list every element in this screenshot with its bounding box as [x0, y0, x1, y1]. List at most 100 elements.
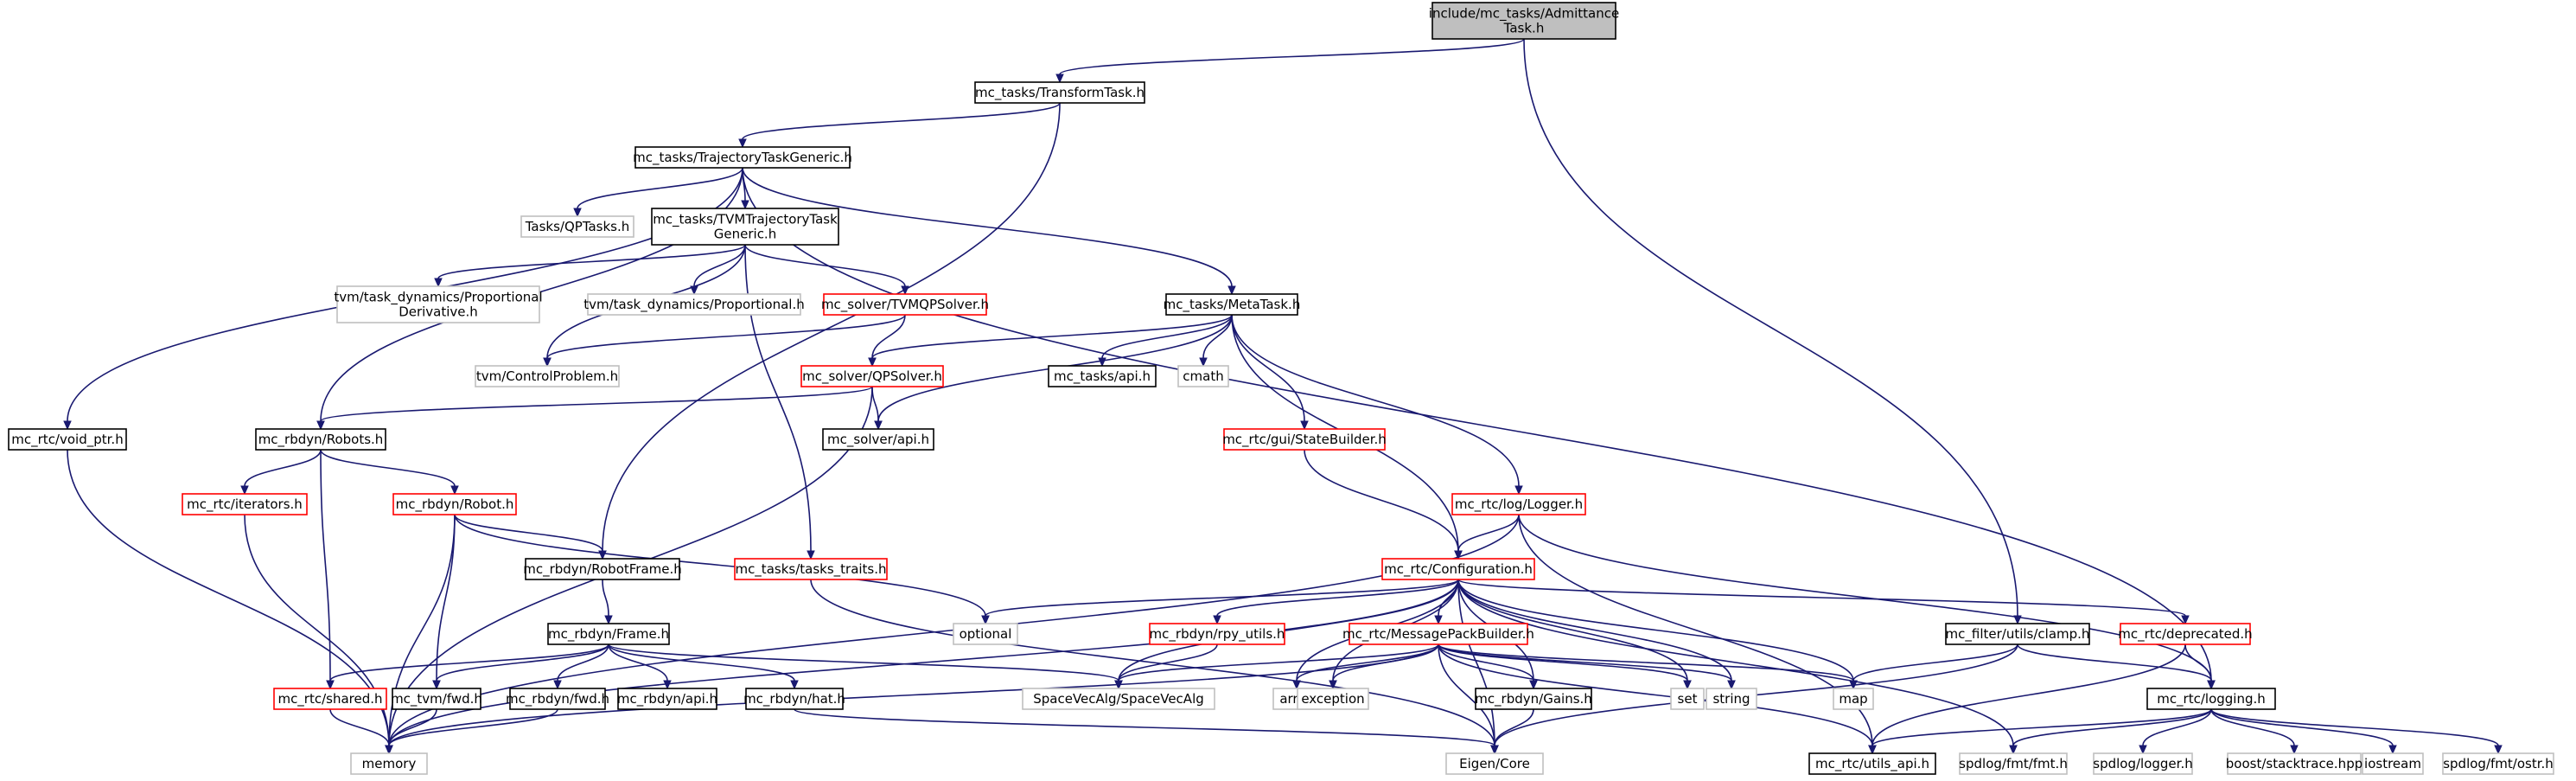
node-n44[interactable]: mc_rtc/utils_api.h	[1808, 752, 1936, 775]
node-n26[interactable]: mc_rtc/MessagePackBuilder.h	[1342, 623, 1534, 645]
node-n41[interactable]: mc_rtc/logging.h	[2146, 688, 2276, 710]
edge-n14-n18	[320, 449, 459, 496]
node-label: mc_rtc/gui/StateBuilder.h	[1222, 432, 1387, 448]
edge-line	[1438, 643, 1854, 682]
node-box	[2093, 752, 2193, 775]
edge-line	[320, 449, 331, 682]
node-n33: string	[1706, 688, 1757, 710]
arrowhead	[1868, 745, 1877, 755]
edge-line	[388, 514, 456, 746]
node-n38[interactable]: mc_rbdyn/api.h	[617, 688, 717, 710]
node-label: mc_tasks/TVMTrajectoryTask	[653, 212, 838, 228]
edge-n23-n36	[432, 643, 609, 690]
edge-line	[1118, 643, 1218, 682]
edge-line	[2017, 643, 2212, 682]
arrowhead	[901, 285, 909, 296]
edge-n23-n38	[608, 643, 672, 690]
arrowhead	[1529, 680, 1538, 690]
edge-n7-n9	[543, 314, 906, 368]
node-label: map	[1839, 691, 1867, 707]
node-label: mc_rbdyn/Robot.h	[396, 496, 514, 513]
node-box	[336, 285, 540, 323]
node-box	[8, 428, 127, 451]
node-n16[interactable]: mc_rtc/gui/StateBuilder.h	[1222, 428, 1387, 451]
edge-n8-n19	[1231, 314, 1523, 496]
node-label: mc_filter/utils/clamp.h	[1946, 626, 2090, 643]
node-n13[interactable]: mc_rtc/void_ptr.h	[8, 428, 127, 451]
node-n19[interactable]: mc_rtc/log/Logger.h	[1451, 493, 1586, 515]
arrowhead	[1199, 357, 1208, 368]
node-box	[182, 493, 308, 515]
arrowhead	[543, 357, 552, 368]
node-n18[interactable]: mc_rbdyn/Robot.h	[392, 493, 517, 515]
node-label: SpaceVecAlg/SpaceVecAlg	[1033, 691, 1204, 707]
edge-n22-n25	[1213, 579, 1459, 625]
arrowhead	[385, 745, 393, 755]
node-n27[interactable]: mc_filter/utils/clamp.h	[1945, 623, 2090, 645]
arrowhead	[2494, 745, 2503, 755]
node-n39[interactable]: mc_rbdyn/hat.h	[743, 688, 845, 710]
node-box	[1223, 428, 1386, 451]
node-box	[2120, 623, 2251, 645]
arrowhead	[450, 485, 459, 496]
node-n31: exception	[1297, 688, 1369, 710]
node-n17[interactable]: mc_rtc/iterators.h	[182, 493, 308, 515]
edge-line	[1457, 579, 2014, 746]
arrowhead	[741, 200, 749, 210]
node-n23[interactable]: mc_rbdyn/Frame.h	[547, 623, 670, 645]
edge-n4-n5	[434, 244, 746, 288]
node-n40[interactable]: mc_rbdyn/Gains.h	[1475, 688, 1592, 710]
node-box	[475, 365, 620, 387]
node-label: include/mc_tasks/Admittance	[1429, 6, 1619, 22]
node-n22[interactable]: mc_rtc/Configuration.h	[1381, 558, 1535, 580]
edge-n27-n41	[2017, 643, 2216, 690]
edge-n17-n42	[244, 514, 393, 755]
node-n46: spdlog/logger.h	[2093, 752, 2193, 775]
edge-line	[1457, 579, 1688, 682]
node-n36[interactable]: mc_tvm/fwd.h	[391, 688, 482, 710]
node-n15[interactable]: mc_solver/api.h	[822, 428, 934, 451]
node-n10[interactable]: mc_solver/QPSolver.h	[800, 365, 944, 387]
node-n8[interactable]: mc_tasks/MetaTask.h	[1164, 293, 1301, 316]
node-label: memory	[362, 756, 417, 771]
node-n28[interactable]: mc_rtc/deprecated.h	[2118, 623, 2253, 645]
node-n1[interactable]: mc_tasks/TransformTask.h	[974, 81, 1145, 104]
node-n11[interactable]: mc_tasks/api.h	[1048, 365, 1157, 387]
node-n2[interactable]: mc_tasks/TrajectoryTaskGeneric.h	[633, 146, 852, 169]
node-label: mc_rbdyn/api.h	[617, 691, 717, 707]
arrowhead	[2207, 680, 2216, 690]
arrowhead	[1727, 680, 1736, 690]
node-label: Generic.h	[714, 227, 776, 242]
edge-line	[1202, 314, 1233, 359]
node-n12: cmath	[1177, 365, 1229, 387]
edge-n4-n21	[744, 244, 815, 560]
node-n14[interactable]: mc_rbdyn/Robots.h	[255, 428, 386, 451]
node-n20[interactable]: mc_rbdyn/RobotFrame.h	[523, 558, 682, 580]
node-box	[1833, 688, 1874, 710]
node-n35[interactable]: mc_rtc/shared.h	[273, 688, 387, 710]
edge-line	[1494, 708, 1534, 746]
arrowhead	[604, 615, 613, 625]
edge-n19-n22	[1454, 514, 1520, 560]
edge-line	[546, 314, 906, 359]
edge-line	[742, 167, 1233, 287]
edge-line	[1118, 643, 1439, 682]
node-n21[interactable]: mc_tasks/tasks_traits.h	[734, 558, 888, 580]
edge-n23-n35	[326, 643, 609, 690]
node-n7[interactable]: mc_solver/TVMQPSolver.h	[821, 293, 989, 316]
arrowhead	[981, 615, 990, 625]
node-box	[2362, 752, 2424, 775]
node-label: mc_rbdyn/Gains.h	[1475, 691, 1592, 707]
arrowhead	[1098, 357, 1106, 368]
node-label: Tasks/QPTasks.h	[525, 219, 630, 234]
arrowhead	[874, 420, 883, 431]
node-box	[974, 81, 1145, 104]
node-label: mc_tasks/TrajectoryTaskGeneric.h	[633, 150, 852, 166]
arrowhead	[326, 680, 335, 690]
node-n25[interactable]: mc_rbdyn/rpy_utils.h	[1149, 623, 1285, 645]
node-label: mc_rbdyn/Robots.h	[258, 432, 384, 448]
node-n37[interactable]: mc_rbdyn/fwd.h	[506, 688, 609, 710]
edge-line	[1059, 38, 1525, 75]
